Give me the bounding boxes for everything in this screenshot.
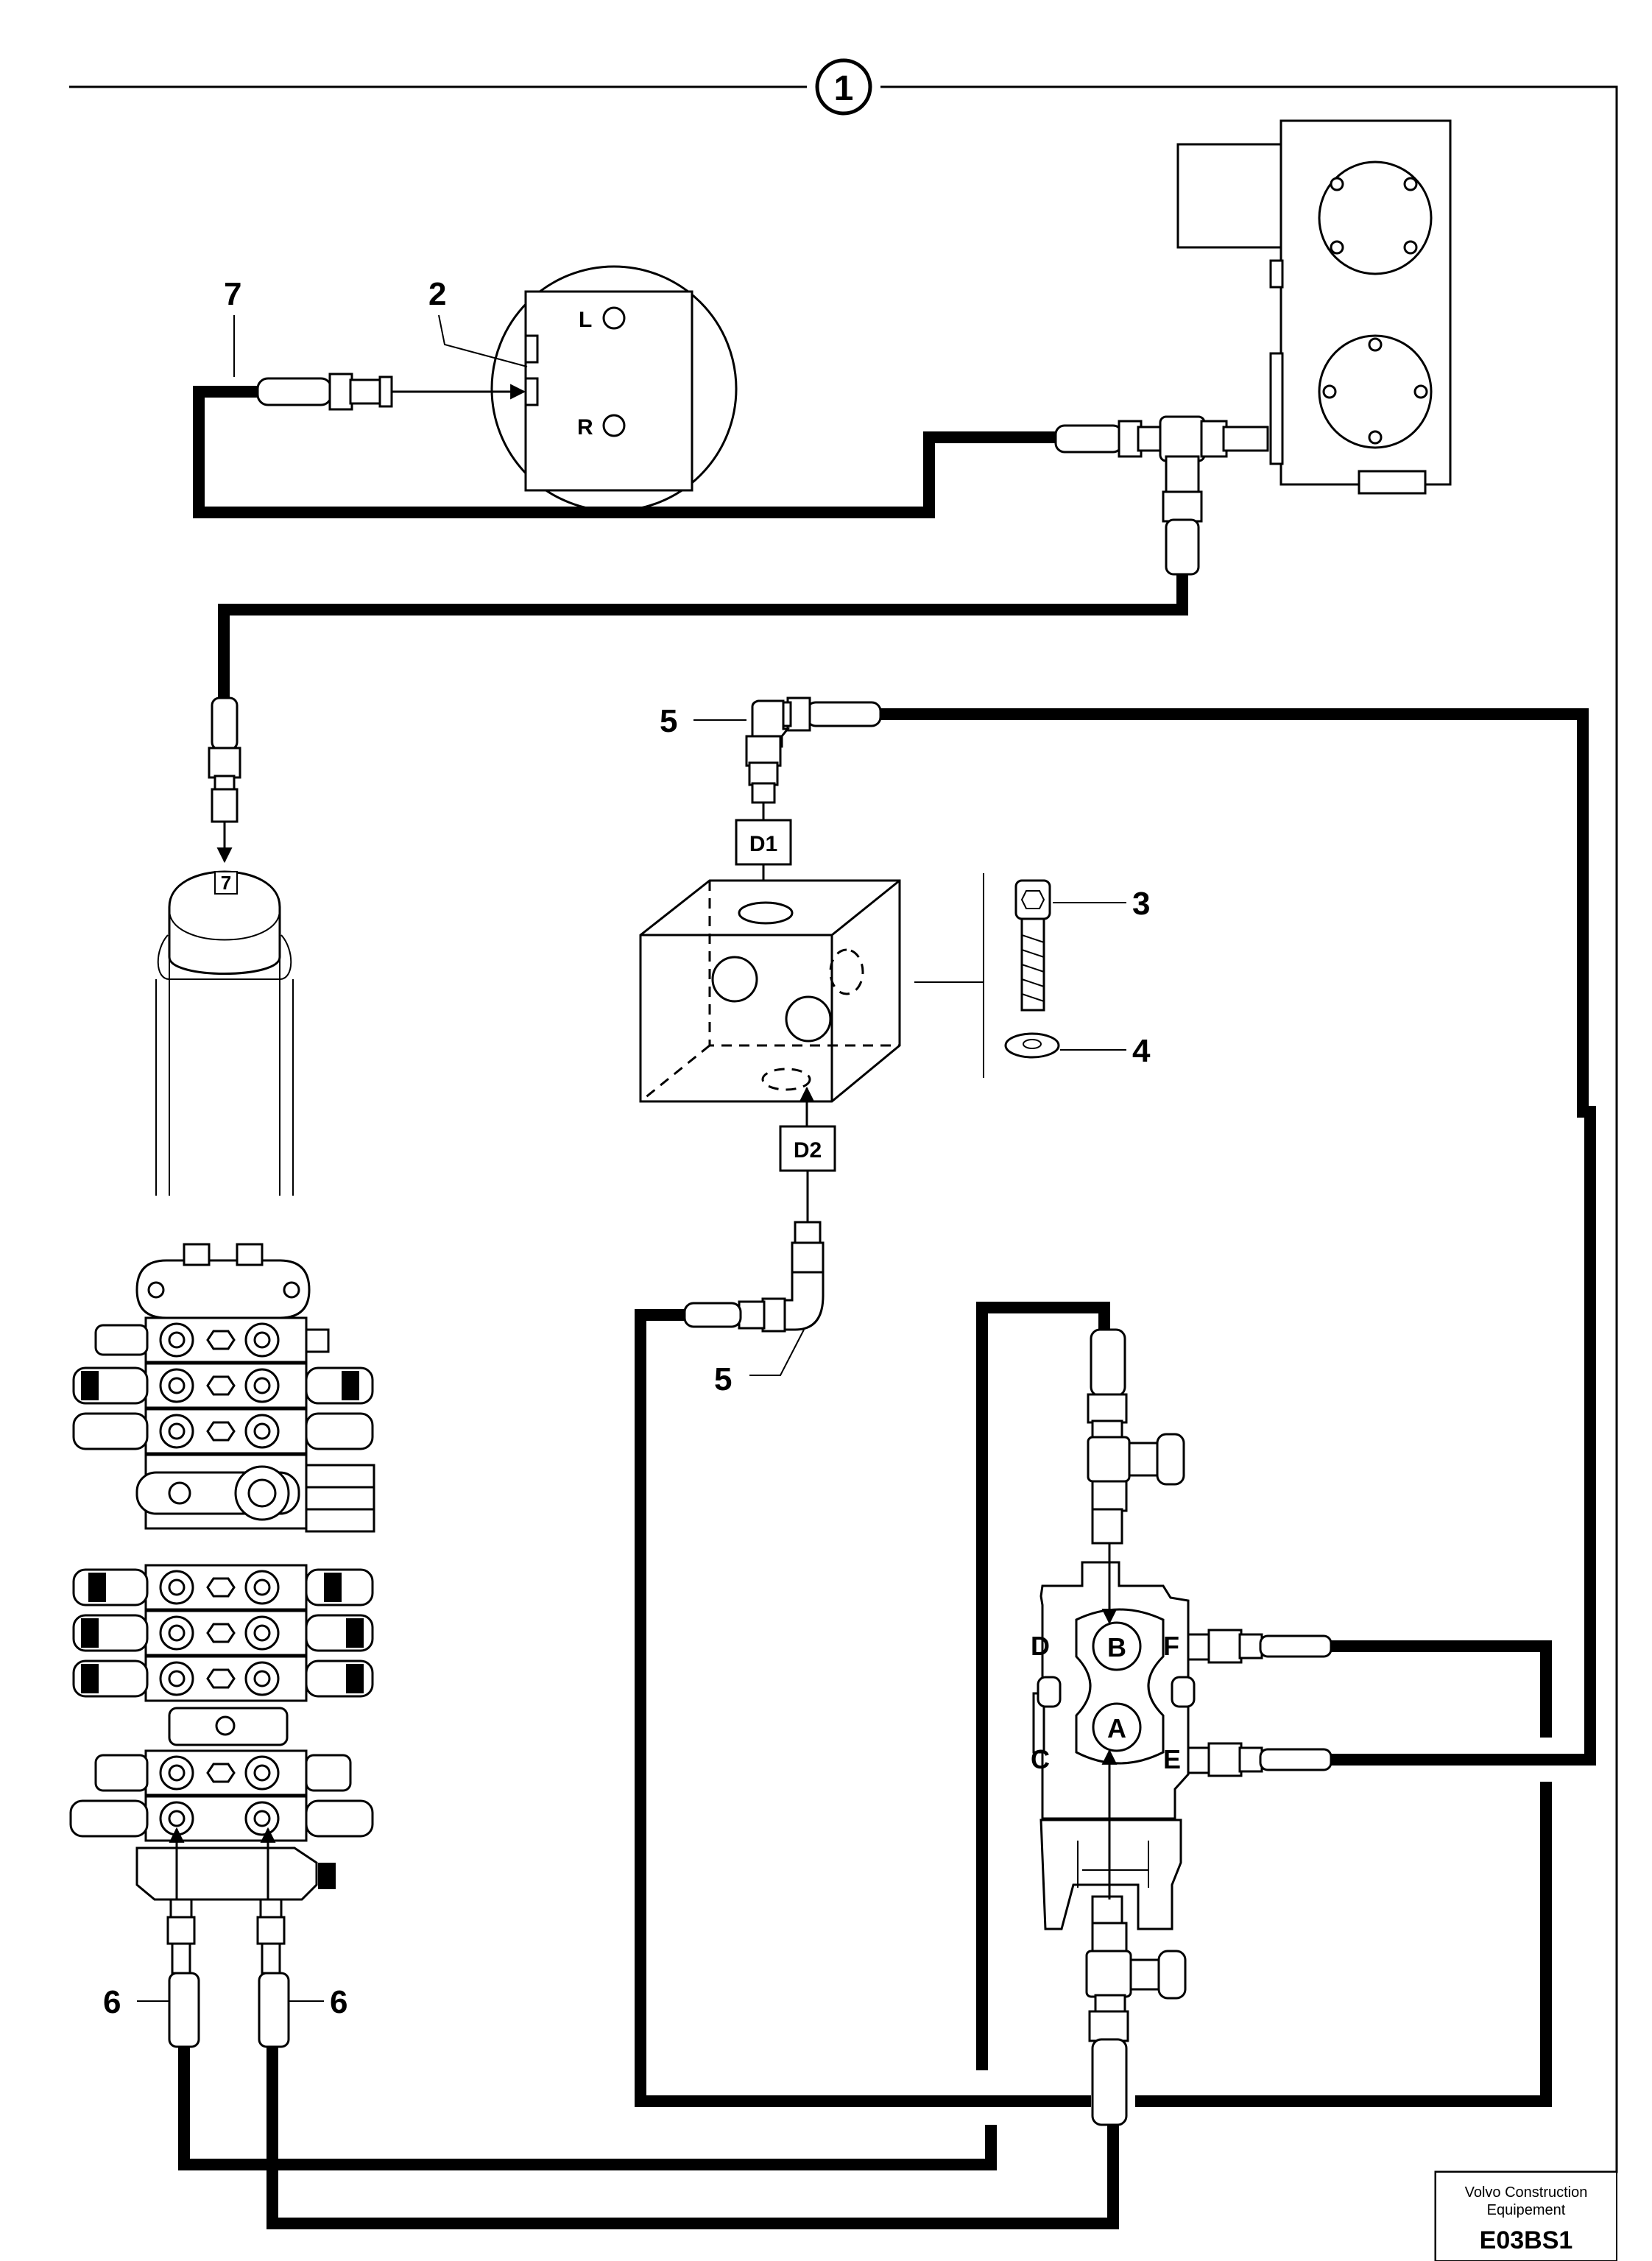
drawing-credit-box: Volvo Construction Equipement E03BS1 (1435, 2171, 1617, 2261)
svg-text:E: E (1163, 1744, 1181, 1774)
svg-text:C: C (1031, 1744, 1050, 1774)
svg-text:E03BS1: E03BS1 (1480, 2226, 1573, 2254)
manifold-block (639, 879, 901, 1103)
pedal-detail-view: L R (490, 265, 738, 512)
callout-4: 4 (1060, 1033, 1151, 1069)
callout-6-left: 6 (103, 1984, 169, 2020)
control-valve-block (1176, 119, 1452, 495)
svg-text:6: 6 (330, 1984, 347, 2020)
hose-lines (178, 386, 1596, 2229)
svg-text:F: F (1163, 1631, 1179, 1661)
callout-5-top: 5 (660, 703, 746, 739)
tee-fitting-top (1054, 415, 1269, 576)
svg-text:B: B (1107, 1632, 1126, 1662)
callout-5-bottom: 5 (714, 1329, 805, 1397)
svg-text:5: 5 (714, 1361, 732, 1397)
callout-2: 2 (428, 276, 528, 367)
svg-text:7: 7 (224, 276, 241, 312)
washer-4 (1004, 1032, 1060, 1059)
svg-text:5: 5 (660, 703, 677, 739)
cap-screw-3 (1014, 879, 1051, 1012)
svg-text:Volvo Construction: Volvo Construction (1465, 2184, 1588, 2201)
svg-text:A: A (1107, 1713, 1126, 1743)
svg-text:L: L (579, 308, 592, 332)
svg-text:3: 3 (1132, 886, 1150, 922)
elbow-fitting-bottom (683, 1221, 825, 1333)
callout-7: 7 (224, 276, 241, 377)
svg-text:D: D (1031, 1631, 1050, 1661)
pedal-hose-fitting (256, 373, 526, 411)
callout-3: 3 (1053, 886, 1150, 922)
selector-valve-stack: B A D C F E (1031, 1328, 1332, 2126)
svg-text:2: 2 (428, 276, 446, 312)
svg-text:6: 6 (103, 1984, 121, 2020)
port-label-d1: D1 (735, 819, 792, 903)
svg-text:Equipement: Equipement (1487, 2202, 1566, 2218)
callout-6-right: 6 (289, 1984, 347, 2020)
svg-text:4: 4 (1132, 1033, 1151, 1069)
callout-1: 1 (815, 58, 872, 116)
accumulator-cylinder: 7 (155, 696, 294, 1196)
svg-text:R: R (577, 415, 593, 440)
svg-text:D2: D2 (794, 1138, 822, 1163)
hardware-bracket (914, 873, 984, 1078)
svg-text:1: 1 (834, 69, 854, 108)
svg-text:7: 7 (221, 872, 231, 894)
elbow-fitting-top (745, 696, 882, 820)
main-control-valve-bank (69, 1243, 375, 2048)
svg-text:D1: D1 (749, 832, 777, 856)
port-label-d2: D2 (779, 1086, 836, 1222)
